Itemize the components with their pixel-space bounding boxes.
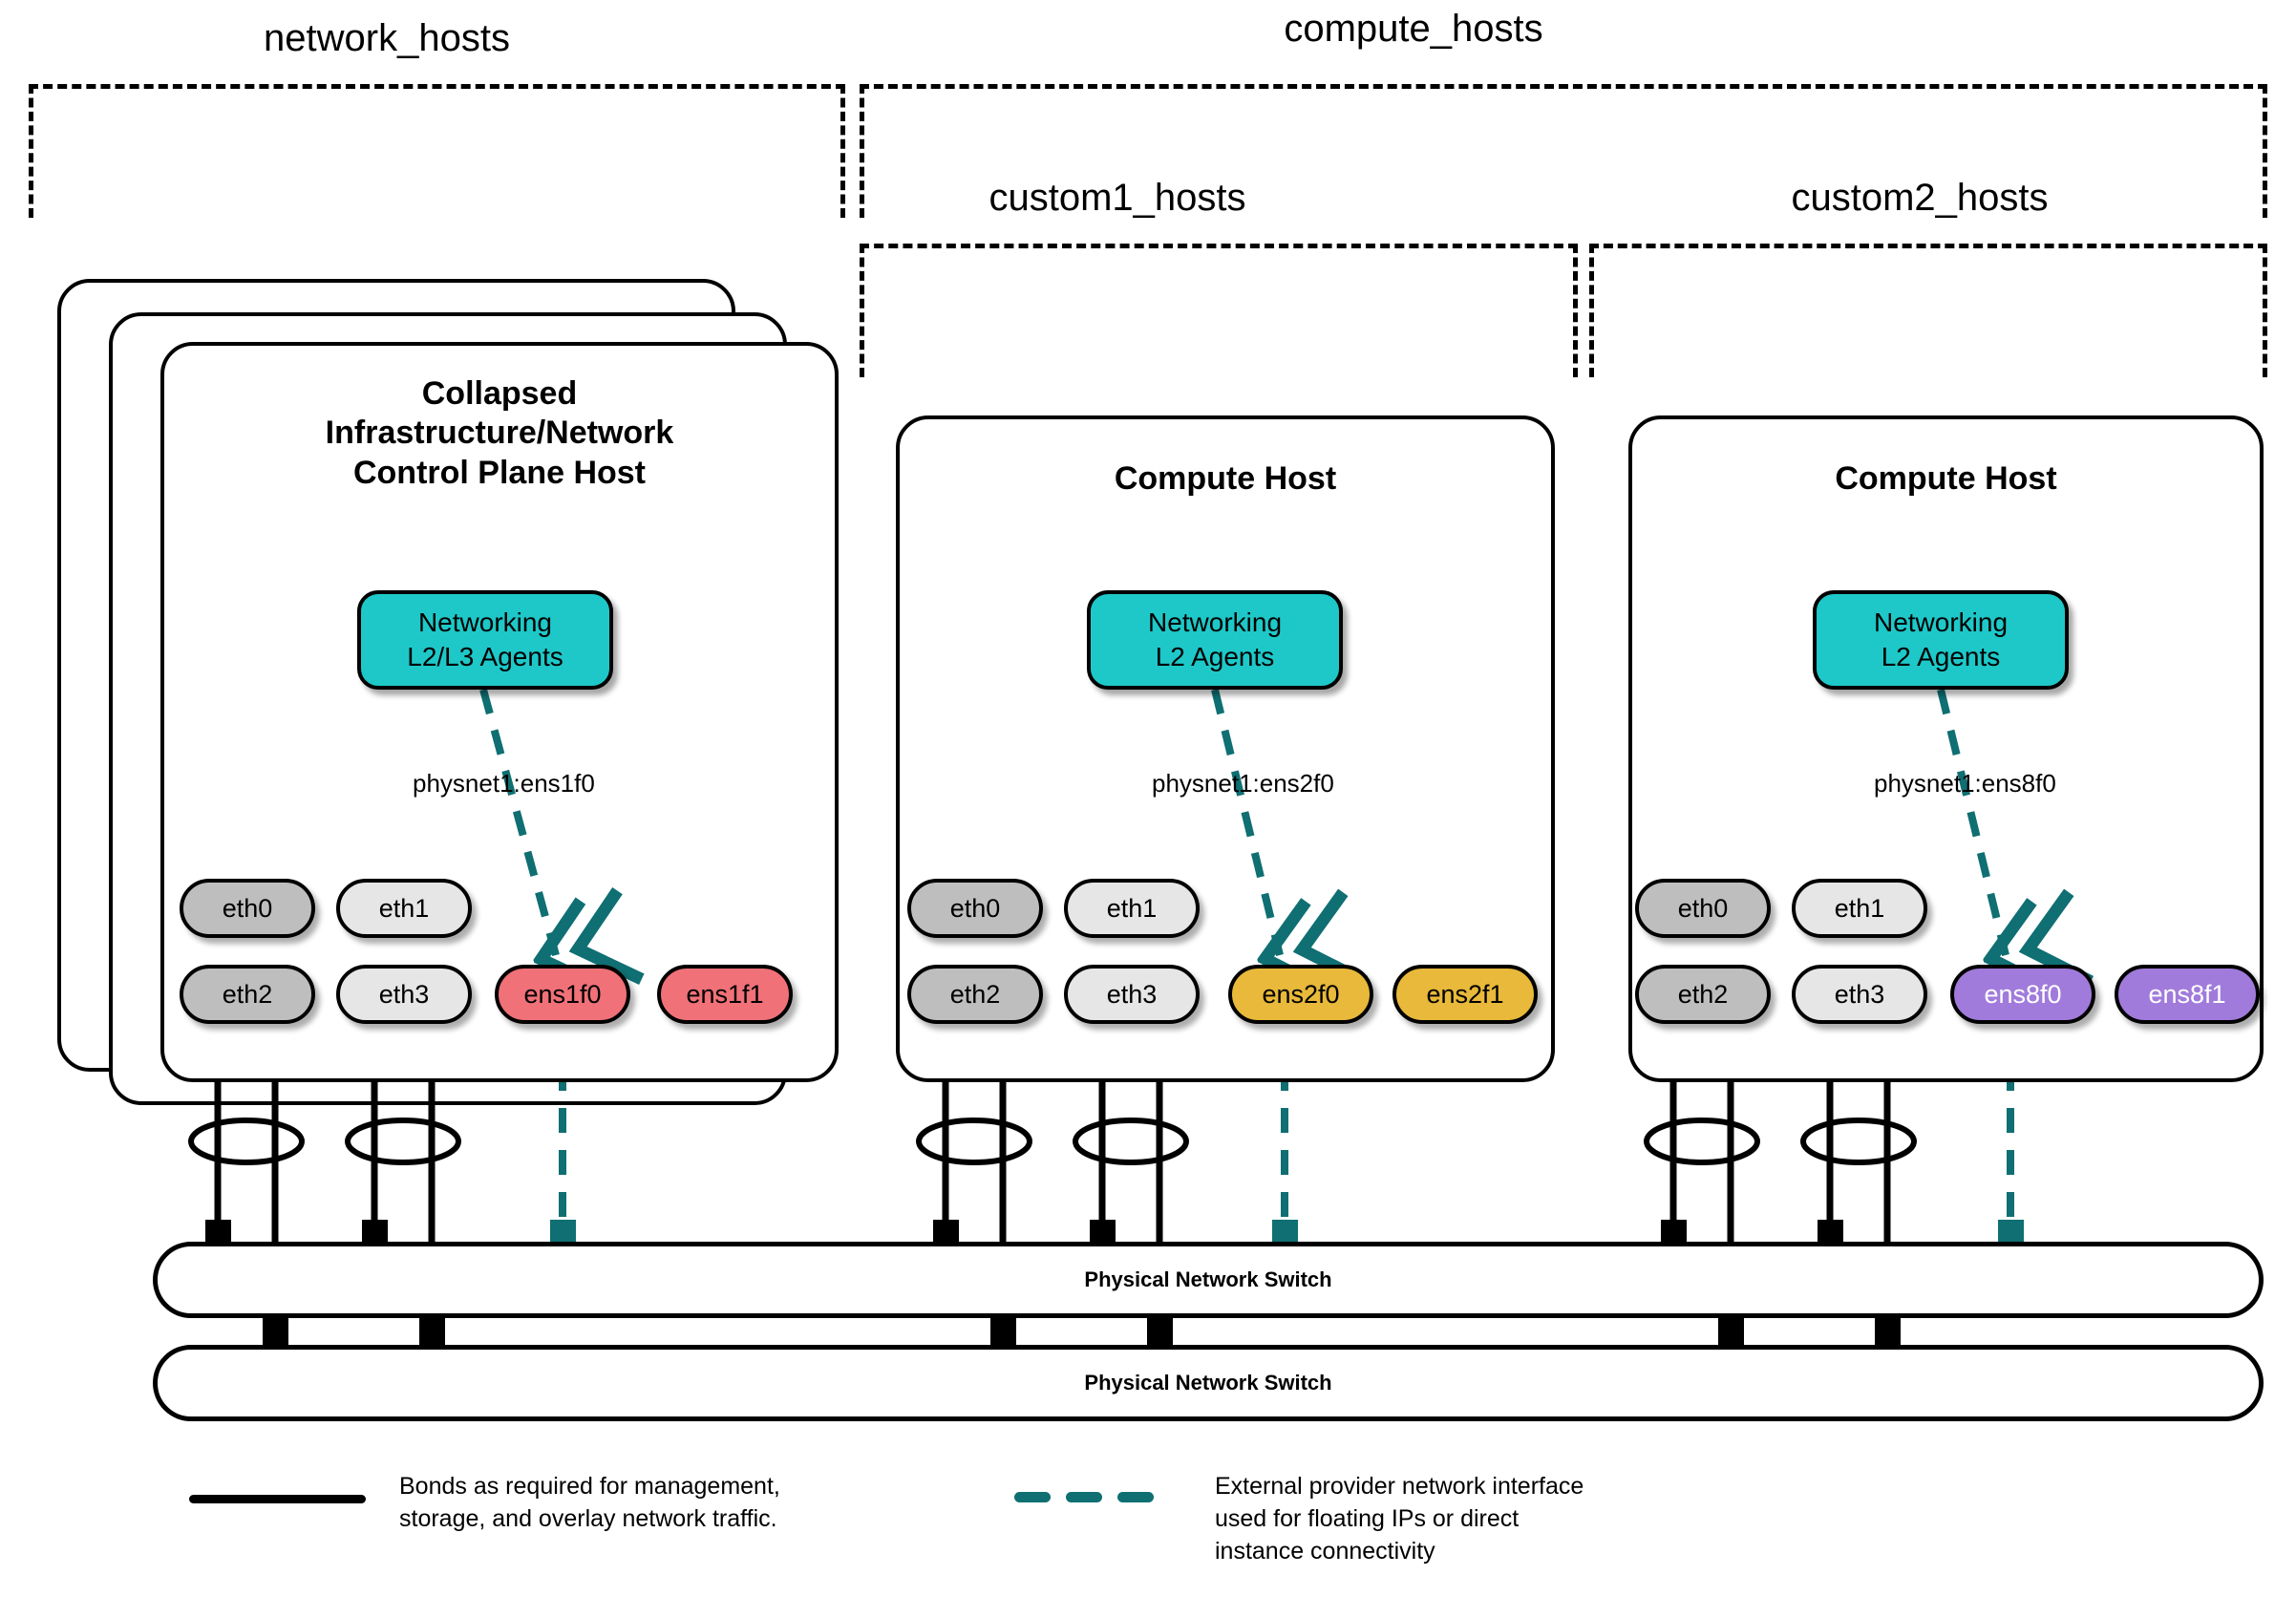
- nic-eth1-compute-2[interactable]: eth1: [1792, 879, 1927, 938]
- group-box-compute-hosts: [860, 84, 2267, 218]
- nic-ens8f1-compute-2[interactable]: ens8f1: [2115, 965, 2260, 1024]
- host-title-compute-1: Compute Host: [1114, 460, 1337, 497]
- agent-box-compute-1[interactable]: Networking L2 Agents: [1087, 590, 1343, 690]
- group-label-custom1-hosts: custom1_hosts: [989, 177, 1246, 219]
- legend-dash-seg-1: [1014, 1492, 1051, 1502]
- agent-box-compute-2[interactable]: Networking L2 Agents: [1813, 590, 2069, 690]
- host-title-compute-2: Compute Host: [1835, 460, 2057, 497]
- physnet-label-compute-1: physnet1:ens2f0: [1152, 769, 1334, 798]
- legend-provider-text: External provider network interface used…: [1215, 1473, 1584, 1565]
- nic-eth2-compute-2[interactable]: eth2: [1635, 965, 1771, 1024]
- nic-eth1-network[interactable]: eth1: [336, 879, 472, 938]
- physnet-label-network: physnet1:ens1f0: [413, 769, 595, 798]
- nic-eth0-compute-1[interactable]: eth0: [907, 879, 1043, 938]
- nic-eth0-network[interactable]: eth0: [180, 879, 315, 938]
- nic-ens1f1-network[interactable]: ens1f1: [657, 965, 793, 1024]
- group-label-compute-hosts: compute_hosts: [1284, 8, 1543, 50]
- nic-ens8f0-compute-2[interactable]: ens8f0: [1950, 965, 2095, 1024]
- legend-bond-text: Bonds as required for management, storag…: [399, 1473, 780, 1532]
- group-box-network-hosts: [29, 84, 845, 218]
- nic-eth1-compute-1[interactable]: eth1: [1064, 879, 1200, 938]
- physnet-label-compute-2: physnet1:ens8f0: [1874, 769, 2056, 798]
- group-box-custom1-hosts: [860, 244, 1578, 377]
- nic-ens2f1-compute-1[interactable]: ens2f1: [1392, 965, 1538, 1024]
- legend-solid-swatch: [189, 1495, 366, 1503]
- nic-ens2f0-compute-1[interactable]: ens2f0: [1228, 965, 1373, 1024]
- legend-dash-seg-3: [1117, 1492, 1154, 1502]
- nic-ens1f0-network[interactable]: ens1f0: [495, 965, 630, 1024]
- physical-network-switch-bottom[interactable]: Physical Network Switch: [153, 1345, 2264, 1421]
- host-title-network: Collapsed Infrastructure/Network Control…: [325, 375, 674, 491]
- legend-dash-seg-2: [1066, 1492, 1102, 1502]
- nic-eth2-network[interactable]: eth2: [180, 965, 315, 1024]
- group-box-custom2-hosts: [1589, 244, 2267, 377]
- legend-dash-swatch: [1014, 1492, 1154, 1502]
- nic-eth3-network[interactable]: eth3: [336, 965, 472, 1024]
- physical-network-switch-top[interactable]: Physical Network Switch: [153, 1242, 2264, 1318]
- group-label-network-hosts: network_hosts: [264, 17, 510, 59]
- nic-eth3-compute-1[interactable]: eth3: [1064, 965, 1200, 1024]
- nic-eth0-compute-2[interactable]: eth0: [1635, 879, 1771, 938]
- group-label-custom2-hosts: custom2_hosts: [1791, 177, 2049, 219]
- nic-eth3-compute-2[interactable]: eth3: [1792, 965, 1927, 1024]
- agent-box-network[interactable]: Networking L2/L3 Agents: [357, 590, 613, 690]
- nic-eth2-compute-1[interactable]: eth2: [907, 965, 1043, 1024]
